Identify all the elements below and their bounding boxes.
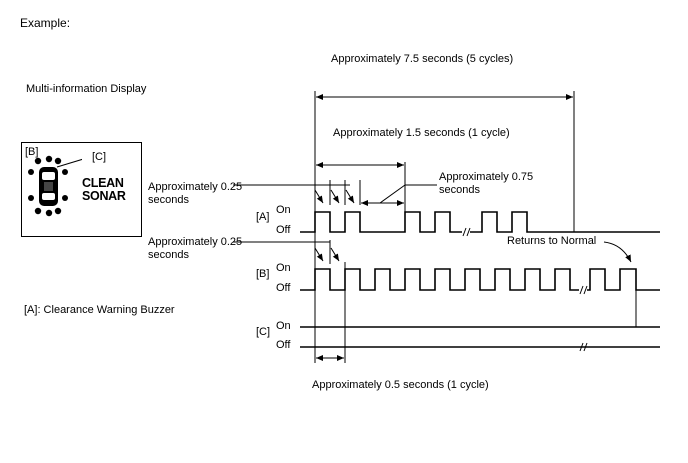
display-label-b: [B] (25, 146, 39, 158)
display-label-c: [C] (92, 151, 107, 163)
signal-c-on-label: On (276, 320, 291, 332)
signal-a-label: [A] (256, 211, 270, 223)
signal-b-on-label: On (276, 262, 291, 274)
signal-a-off-label: Off (276, 224, 291, 236)
signal-c-off-label: Off (276, 339, 291, 351)
example-label: Example: (20, 16, 71, 30)
off-duration-a-label: Approximately 0.75 seconds (439, 171, 534, 196)
signal-b-off-label: Off (276, 282, 291, 294)
break-marks (462, 227, 588, 352)
clean-sonar-message: CLEAN SONAR (82, 176, 126, 203)
on-duration-b-label: Approximately 0.25 seconds (148, 236, 243, 261)
signal-c-label: [C] (256, 326, 271, 338)
returns-to-normal-arrow (603, 241, 632, 263)
total-duration-label: Approximately 7.5 seconds (5 cycles) (331, 53, 514, 65)
off-a-leader-1 (379, 184, 406, 204)
signal-a-waveform (300, 211, 660, 233)
signal-a-on-label: On (276, 204, 291, 216)
multi-information-display: [B] [C] CLEAN SONAR (21, 142, 142, 237)
display-title: Multi-information Display (26, 83, 147, 95)
reference-lines (314, 91, 575, 363)
vehicle-sensor-icon (28, 155, 82, 217)
signal-b-waveform (300, 268, 660, 291)
cycle-a-label: Approximately 1.5 seconds (1 cycle) (333, 127, 510, 139)
car-top-view (39, 167, 58, 206)
returns-to-normal-label: Returns to Normal (507, 235, 597, 247)
legend-a: [A]: Clearance Warning Buzzer (24, 304, 175, 316)
waveforms (300, 211, 660, 348)
signal-b-label: [B] (256, 268, 270, 280)
on-duration-a-label: Approximately 0.25 seconds (148, 181, 243, 206)
sensor-dots (28, 155, 68, 217)
cycle-b-label: Approximately 0.5 seconds (1 cycle) (312, 379, 489, 391)
dimension-arrows (233, 94, 632, 361)
